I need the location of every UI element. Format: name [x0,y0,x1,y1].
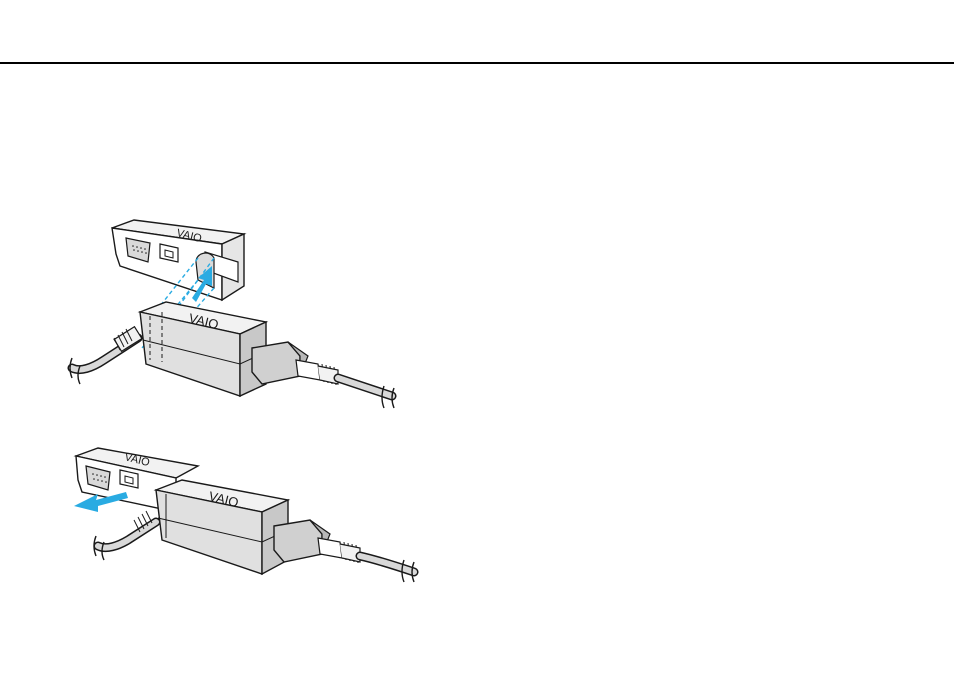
attach-left-cable [70,327,142,384]
detach-left-cable [94,511,156,560]
detach-adapter: VAIO [156,480,414,582]
attach-illustration: VAIO VAIO [70,220,394,408]
attach-hub: VAIO [112,220,244,300]
detach-illustration: VAIO VAIO [74,448,414,582]
attach-adapter: VAIO [140,302,394,408]
